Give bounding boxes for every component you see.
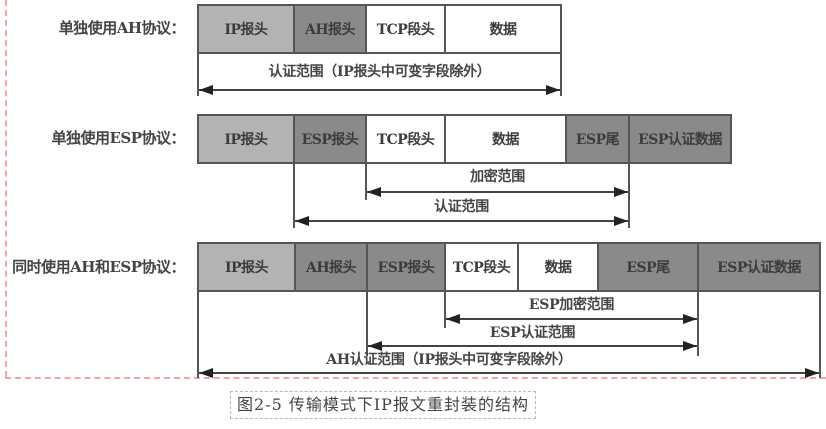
segment-data: 数据: [444, 4, 562, 54]
range-bracket-left: [197, 52, 199, 96]
segment-ah-header: AH报头: [294, 242, 368, 292]
range-label-esp-auth: ESP认证范围: [489, 325, 576, 341]
segment-esp-header: ESP报头: [293, 114, 367, 164]
segment-ip-header: IP报头: [197, 242, 296, 292]
range-label-auth: 认证范围（IP报头中可变字段除外）: [268, 64, 491, 80]
segment-tcp-header: TCP段头: [444, 242, 519, 292]
figure-frame-left-border: [5, 0, 7, 377]
range-bracket-esp-trailer: [697, 290, 699, 356]
arrow-head-right-icon: [546, 85, 560, 95]
segment-esp-trailer: ESP尾: [597, 242, 699, 292]
arrow-head-left-icon: [295, 216, 309, 226]
segment-data: 数据: [517, 242, 599, 292]
segment-ip-header: IP报头: [197, 4, 295, 54]
range-bracket-right: [560, 52, 562, 96]
segment-esp-auth-data: ESP认证数据: [628, 114, 732, 164]
arrow-head-right-icon: [614, 187, 628, 197]
arrow-head-left-icon: [199, 85, 213, 95]
range-arrow-esp-auth: [368, 341, 697, 351]
segment-tcp-header: TCP段头: [365, 4, 446, 54]
range-bracket-tcp-header: [444, 290, 446, 328]
arrow-head-left-icon: [446, 314, 460, 324]
arrow-head-left-icon: [367, 187, 381, 197]
range-arrow-auth: [199, 85, 560, 95]
arrow-head-right-icon: [683, 341, 697, 351]
row-label-ah-and-esp: 同时使用AH和ESP协议：: [12, 258, 185, 276]
range-bracket-tcp-header: [365, 162, 367, 200]
segment-esp-trailer: ESP尾: [565, 114, 630, 164]
range-bracket-esp-header: [293, 162, 295, 228]
row-label-esp-only: 单独使用ESP协议：: [51, 129, 185, 147]
range-arrow-encryption: [367, 187, 628, 197]
range-bracket-esp-trailer: [628, 162, 630, 228]
range-label-esp-encryption: ESP加密范围: [528, 297, 615, 313]
range-label-encryption: 加密范围: [470, 169, 525, 185]
range-arrow-ah-auth: [199, 368, 819, 378]
range-arrow-auth: [295, 216, 628, 226]
segment-ip-header: IP报头: [197, 114, 295, 164]
figure-caption: 图2-5 传输模式下IP报文重封装的结构: [230, 391, 536, 419]
range-label-auth: 认证范围: [434, 199, 489, 215]
range-bracket-ip-header: [197, 290, 199, 378]
arrow-head-left-icon: [199, 368, 213, 378]
segment-esp-auth-data: ESP认证数据: [697, 242, 821, 292]
figure-frame-bottom-border: [5, 377, 826, 379]
arrow-head-right-icon: [683, 314, 697, 324]
segment-data: 数据: [444, 114, 567, 164]
segment-esp-header: ESP报头: [366, 242, 446, 292]
arrow-head-right-icon: [805, 368, 819, 378]
range-bracket-esp-header: [366, 290, 368, 356]
range-bracket-esp-auth-data: [819, 290, 821, 378]
segment-ah-header: AH报头: [293, 4, 367, 54]
range-label-ah-auth: AH认证范围（IP报头中可变字段除外）: [326, 352, 572, 368]
range-arrow-esp-encryption: [446, 314, 697, 324]
segment-tcp-header: TCP段头: [365, 114, 446, 164]
arrow-head-right-icon: [614, 216, 628, 226]
arrow-head-left-icon: [368, 341, 382, 351]
row-label-ah-only: 单独使用AH协议：: [58, 19, 186, 37]
